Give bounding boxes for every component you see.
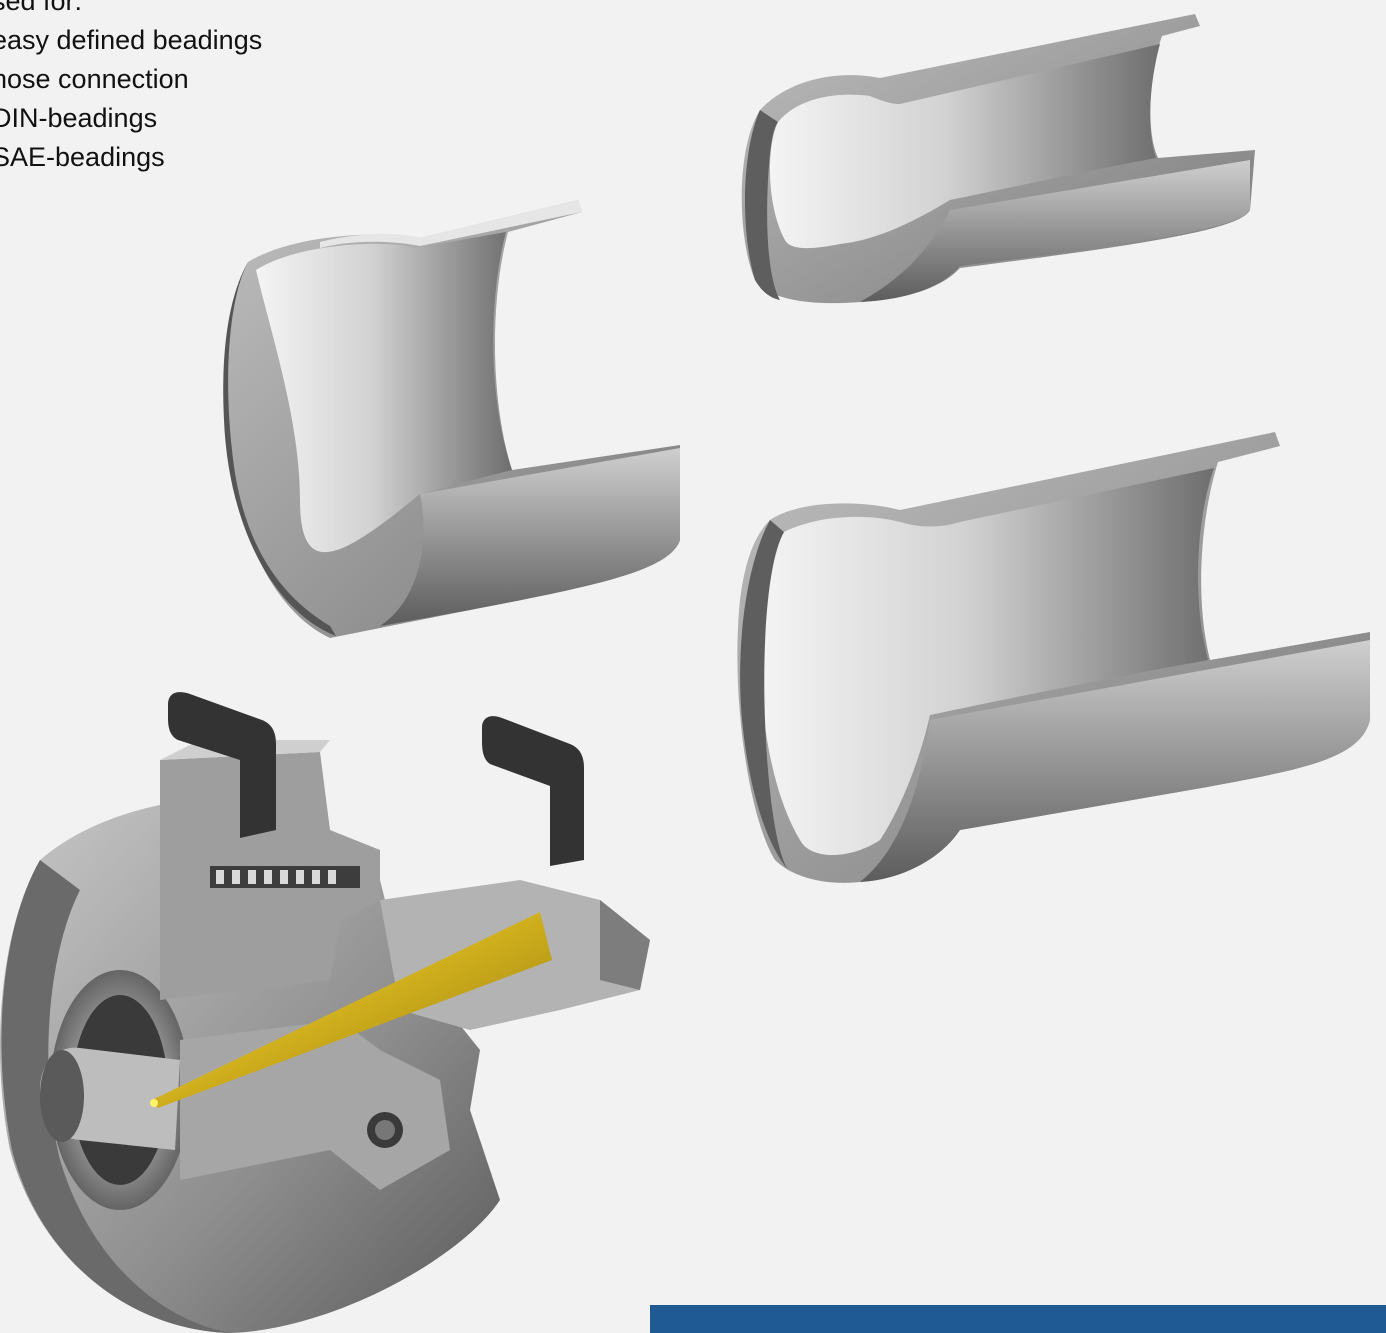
usage-item-hose-connection: hose connection (0, 64, 189, 94)
usage-item-sae-beadings: SAE-beadings (0, 142, 165, 172)
beading-tool-cutaway-icon (0, 692, 650, 1333)
usage-item-din-beadings: DIN-beadings (0, 103, 158, 133)
usage-list: sed for: easy defined beadings hose conn… (0, 0, 262, 177)
large-beaded-tube-icon (737, 432, 1370, 883)
wide-beaded-tube-icon (223, 200, 680, 638)
small-beaded-tube-icon (741, 14, 1255, 304)
usage-items: easy defined beadings hose connection DI… (0, 21, 262, 177)
usage-heading: sed for: (0, 0, 83, 16)
usage-item-easy-defined-beadings: easy defined beadings (0, 25, 263, 55)
accent-bar (650, 1305, 1386, 1333)
